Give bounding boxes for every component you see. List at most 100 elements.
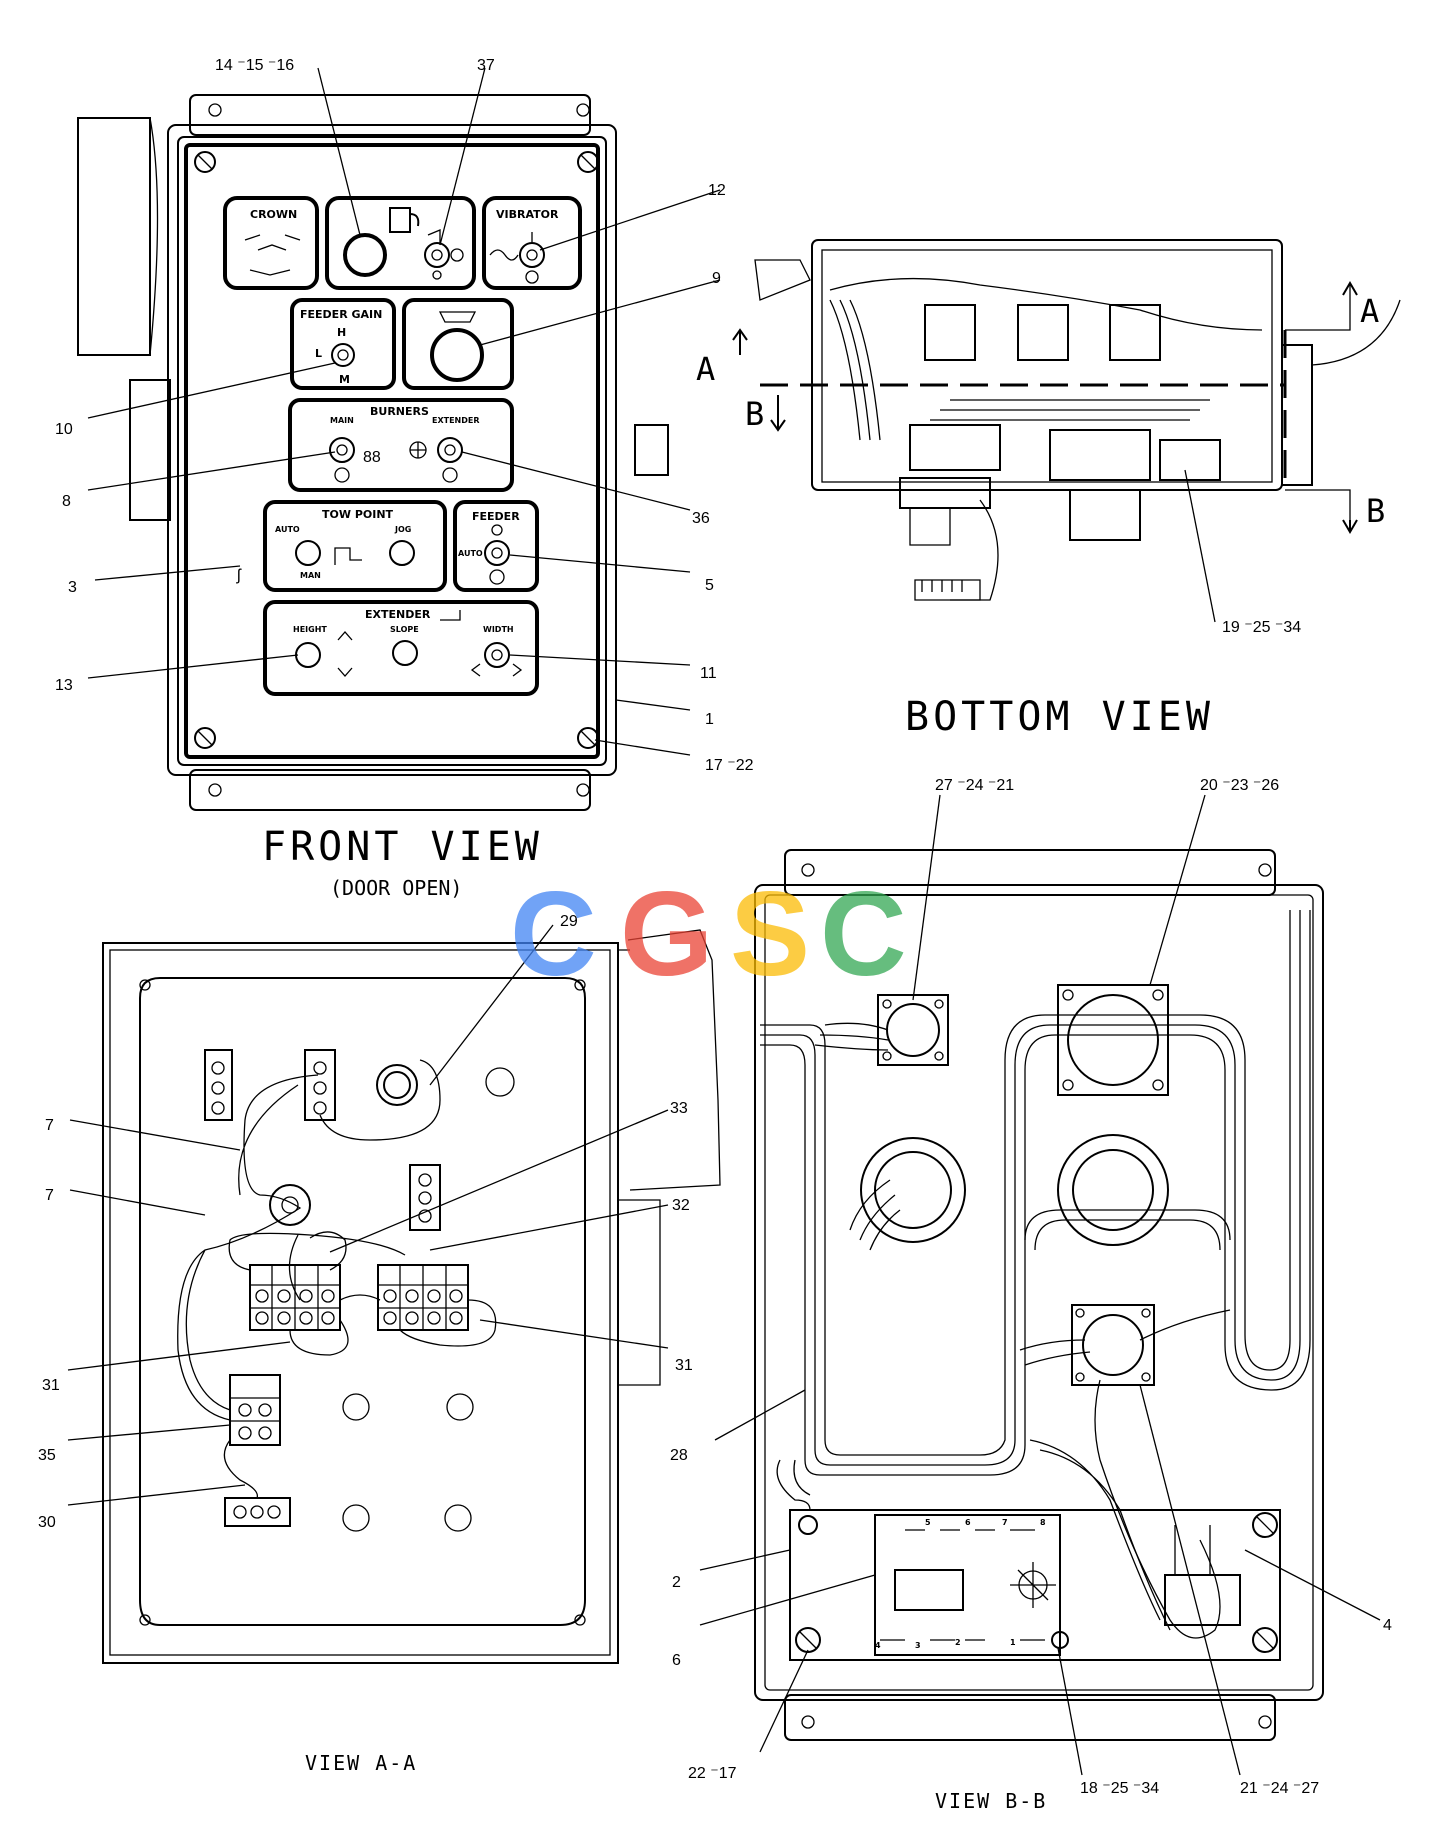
board-pin-label: 7 bbox=[1002, 1518, 1008, 1527]
callout-label: 21 ⁻24 ⁻27 bbox=[1240, 1780, 1319, 1797]
section-marker-a: A bbox=[1360, 292, 1379, 330]
tow-point-label: TOW POINT bbox=[322, 508, 394, 521]
feeder-switch[interactable] bbox=[484, 540, 510, 566]
callout-label: 31 bbox=[675, 1357, 693, 1374]
callout-label: 36 bbox=[692, 510, 710, 527]
mount-screw bbox=[1252, 1512, 1278, 1538]
height-button[interactable] bbox=[295, 642, 321, 668]
bb-board-plate bbox=[789, 1509, 1281, 1661]
terminal-strip-30 bbox=[224, 1497, 291, 1527]
fuel-gauge[interactable] bbox=[343, 233, 387, 277]
callout-label: 12 bbox=[708, 182, 726, 199]
view-bb: 5 6 7 8 4 3 2 1 VIEW B-B bbox=[754, 849, 1324, 1813]
callout-label: 37 bbox=[477, 57, 495, 74]
connector-20 bbox=[1057, 984, 1169, 1096]
view-bb-title: VIEW B-B bbox=[935, 1789, 1047, 1813]
callout-label: 30 bbox=[38, 1514, 56, 1531]
horn-button[interactable] bbox=[430, 328, 484, 382]
watermark-letter: C bbox=[820, 867, 907, 1001]
terminal-block-32 bbox=[377, 1264, 469, 1331]
callout-label: 11 bbox=[700, 665, 717, 682]
bottom-view: A B A B BOTTOM VIEW bbox=[696, 239, 1401, 740]
bb-harness bbox=[760, 910, 1291, 1456]
tow-arrow-icon bbox=[334, 547, 362, 565]
tow-point-panel bbox=[263, 500, 447, 592]
section-cut-line bbox=[760, 330, 1287, 490]
callout-label: 20 ⁻23 ⁻26 bbox=[1200, 777, 1279, 794]
bottom-housing bbox=[811, 239, 1283, 491]
callout-label: 3 bbox=[68, 579, 77, 596]
callout-label: 9 bbox=[712, 270, 721, 287]
board-pin-label: 2 bbox=[955, 1638, 961, 1647]
board-pin-label: 8 bbox=[1040, 1518, 1046, 1527]
crown-panel bbox=[223, 196, 319, 290]
leader-19-25-34 bbox=[1184, 469, 1216, 623]
plug bbox=[1069, 489, 1141, 541]
bb-housing bbox=[754, 884, 1324, 1701]
bb-leaders bbox=[699, 794, 1381, 1776]
terminal-block-31 bbox=[249, 1264, 341, 1331]
bottom-view-title: BOTTOM VIEW bbox=[905, 694, 1214, 740]
callout-numbers: 14 ⁻15 ⁻16 37 12 9 10 8 36 3 5 13 11 1 1… bbox=[38, 57, 1392, 1797]
front-view-title: FRONT VIEW bbox=[262, 824, 543, 870]
board-pin-label: 3 bbox=[915, 1641, 921, 1650]
tow-auto-button[interactable] bbox=[295, 540, 321, 566]
callout-label: 17 ⁻22 bbox=[705, 757, 754, 774]
board-pin-label: 6 bbox=[965, 1518, 971, 1527]
main-burner-switch[interactable] bbox=[329, 437, 355, 463]
tow-auto-label: AUTO bbox=[275, 525, 300, 534]
mount-screw bbox=[795, 1627, 821, 1653]
door-latch-right bbox=[634, 424, 669, 476]
vibrator-switch[interactable] bbox=[519, 242, 545, 268]
connector-21 bbox=[1071, 1304, 1155, 1386]
callout-label: 22 ⁻17 bbox=[688, 1765, 737, 1782]
section-marker-b: B bbox=[745, 395, 764, 433]
callout-label: 29 bbox=[560, 913, 578, 930]
burners-panel bbox=[288, 398, 514, 492]
ground-lug bbox=[776, 1459, 811, 1511]
wire-mark: ʃ bbox=[236, 567, 242, 584]
aa-housing bbox=[102, 942, 619, 1664]
fuel-panel bbox=[325, 196, 476, 290]
callout-label: 2 bbox=[672, 1574, 681, 1591]
slope-button[interactable] bbox=[392, 640, 418, 666]
extender-panel bbox=[263, 600, 539, 696]
feeder-gain-panel bbox=[290, 298, 396, 390]
round-connector bbox=[860, 1137, 966, 1243]
vibrator-label: VIBRATOR bbox=[496, 208, 559, 221]
callout-label: 4 bbox=[1383, 1617, 1392, 1634]
feeder-label: FEEDER bbox=[472, 510, 520, 523]
watermark-letter: G bbox=[620, 867, 713, 1001]
terminal-strip bbox=[304, 1049, 336, 1121]
gain-l: L bbox=[315, 347, 322, 360]
knockout-hole bbox=[444, 1504, 472, 1532]
feeder-gain-label: FEEDER GAIN bbox=[300, 308, 382, 321]
extender-burner-switch[interactable] bbox=[437, 437, 463, 463]
board-pin-label: 5 bbox=[925, 1518, 931, 1527]
knockout-hole bbox=[485, 1067, 515, 1097]
bottom-wire-bundle bbox=[829, 299, 881, 441]
section-marker-b: B bbox=[1366, 492, 1385, 530]
bb-lower-harness bbox=[1094, 1379, 1221, 1639]
callout-label: 18 ⁻25 ⁻34 bbox=[1080, 1780, 1159, 1797]
jog-button[interactable] bbox=[389, 540, 415, 566]
connector-block bbox=[1109, 304, 1161, 361]
burners-label: BURNERS bbox=[370, 405, 429, 418]
feeder-auto-label: AUTO bbox=[458, 549, 483, 558]
relay-socket bbox=[269, 1184, 311, 1226]
feeder-gain-switch[interactable] bbox=[331, 343, 355, 367]
feeder-panel bbox=[453, 500, 539, 592]
main-label: MAIN bbox=[330, 416, 354, 425]
width-switch[interactable] bbox=[484, 642, 510, 668]
connector-block bbox=[924, 304, 976, 361]
width-arrows-icon bbox=[470, 663, 523, 677]
callout-label: 14 ⁻15 ⁻16 bbox=[215, 57, 294, 74]
height-label: HEIGHT bbox=[293, 625, 327, 634]
connector-27 bbox=[877, 994, 949, 1066]
watermark-letter: S bbox=[730, 867, 810, 1001]
front-housing bbox=[167, 124, 617, 776]
toggle-switch-37[interactable] bbox=[424, 242, 450, 268]
section-marker-a: A bbox=[696, 350, 715, 388]
corner-screw bbox=[194, 151, 216, 173]
mount-screw bbox=[1252, 1627, 1278, 1653]
